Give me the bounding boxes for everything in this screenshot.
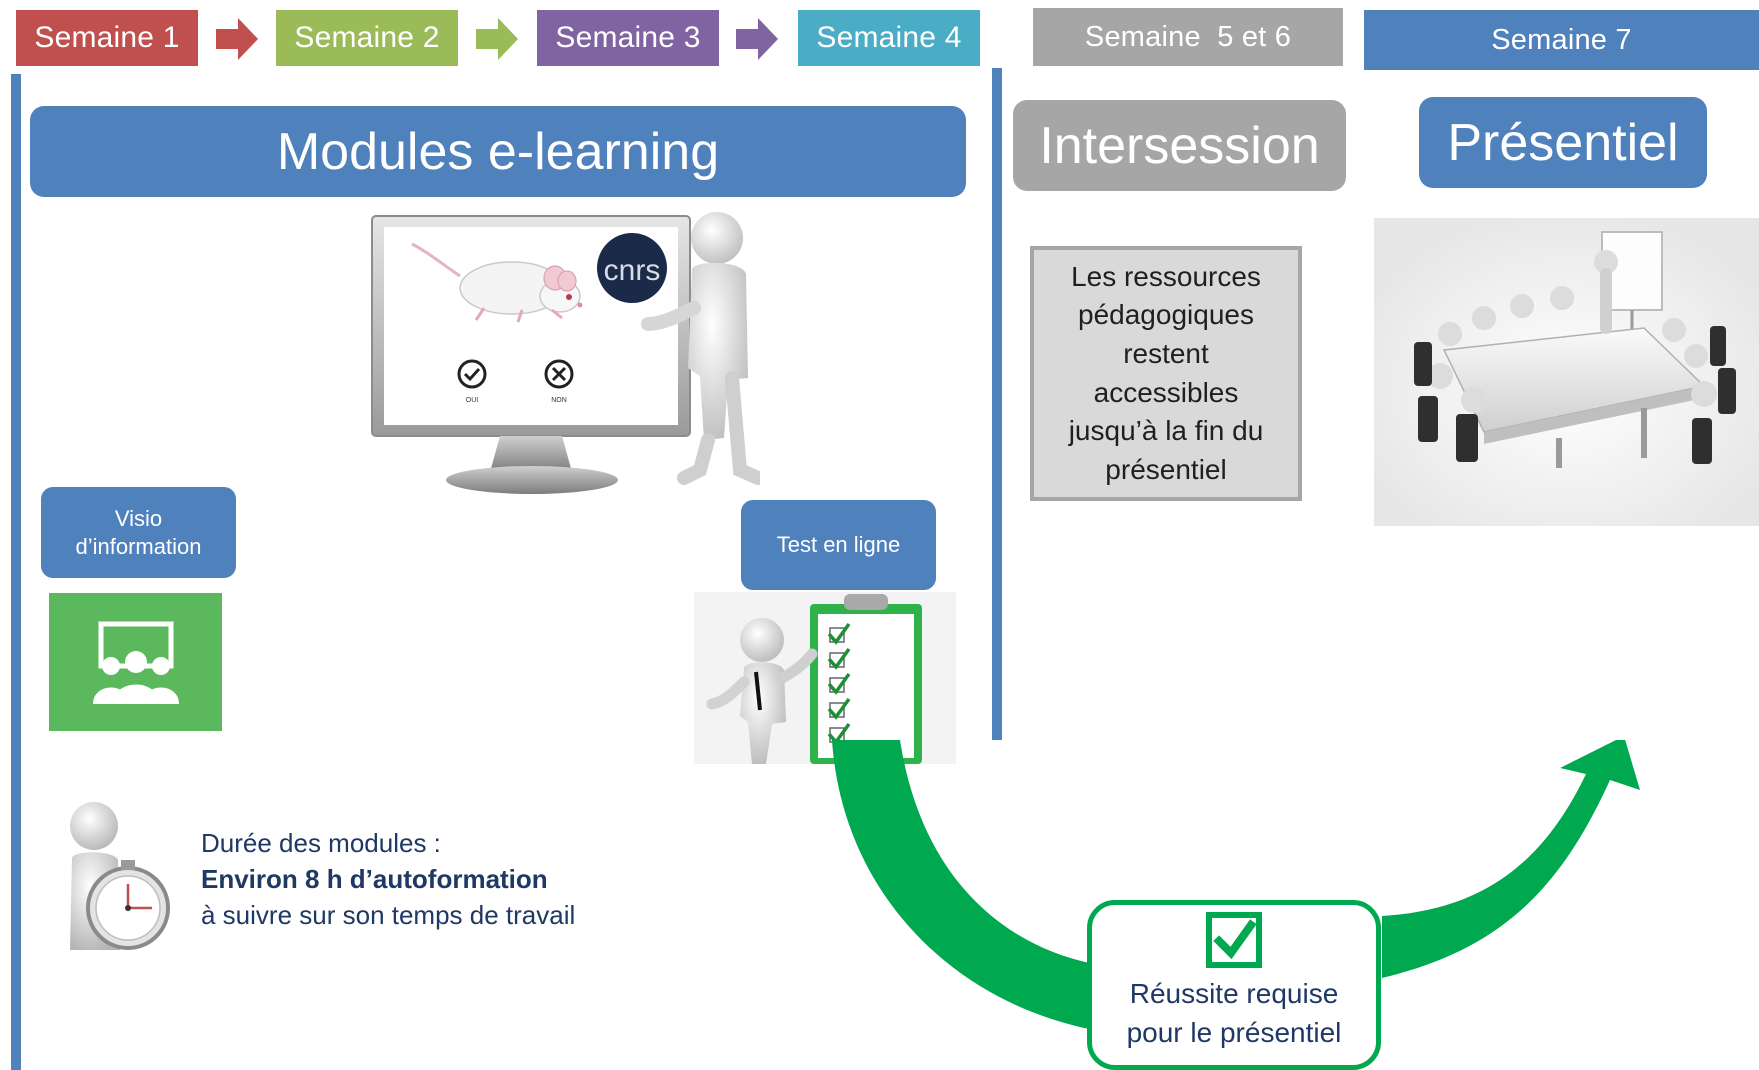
success-requirement-box: Réussite requise pour le présentiel <box>1087 900 1381 1070</box>
checklist-clipboard-icon <box>694 592 956 764</box>
duration-text: Durée des modules : Environ 8 h d’autofo… <box>201 826 621 934</box>
timeline-arrow-icon <box>216 18 258 60</box>
intersession-title: Intersession <box>1039 116 1320 175</box>
cnrs-logo-text: cnrs <box>604 254 661 287</box>
duration-line-3: à suivre sur son temps de travail <box>201 899 576 930</box>
test-en-ligne-label: Test en ligne <box>741 500 936 590</box>
duration-line-1: Durée des modules : <box>201 828 441 858</box>
check-circle-icon <box>457 359 487 389</box>
meeting-room-icon <box>1374 218 1759 526</box>
stopwatch-figure-icon <box>70 802 170 950</box>
tab-semaine-1: Semaine 1 <box>16 10 198 66</box>
cnrs-logo: cnrs <box>597 233 667 303</box>
elearning-title: Modules e-learning <box>276 122 720 181</box>
elearning-banner: Modules e-learning <box>30 106 966 197</box>
tab-label: Semaine 1 <box>34 21 180 54</box>
tab-label: Semaine 2 <box>294 21 440 54</box>
presentiel-title: Présentiel <box>1447 113 1679 172</box>
timeline-arrow-icon <box>736 18 778 60</box>
intersession-banner: Intersession <box>1013 100 1346 191</box>
success-line-1: Réussite requise <box>1129 978 1339 1009</box>
mouse-icon <box>411 242 583 323</box>
checkmark-icon <box>1206 912 1262 968</box>
progress-curved-arrow-icon <box>832 740 1640 1030</box>
choice-no-label: NON <box>551 397 567 404</box>
presentiel-banner: Présentiel <box>1419 97 1707 188</box>
left-divider <box>11 74 21 1070</box>
tab-label: Semaine 3 <box>555 21 701 54</box>
tab-semaine-5-6: Semaine 5 et 6 <box>1033 8 1343 66</box>
tab-semaine-4: Semaine 4 <box>798 10 980 66</box>
tab-semaine-3: Semaine 3 <box>537 10 719 66</box>
resources-note: Les ressources pédagogiques restent acce… <box>1030 246 1302 501</box>
tab-semaine-2: Semaine 2 <box>276 10 458 66</box>
tab-label: Semaine 7 <box>1491 23 1632 56</box>
visio-information-label: Visio d’information <box>41 487 236 578</box>
choice-yes-label: OUI <box>466 397 479 404</box>
group-presentation-icon <box>93 621 179 704</box>
tab-label: Semaine 5 et 6 <box>1084 20 1292 53</box>
presenter-figure-icon <box>641 212 760 485</box>
cross-circle-icon <box>544 359 574 389</box>
visio-tile <box>49 593 222 731</box>
success-line-2: pour le présentiel <box>1126 1016 1342 1048</box>
tab-label: Semaine 4 <box>816 21 962 54</box>
timeline-arrow-icon <box>476 18 518 60</box>
duration-line-2: Environ 8 h d’autoformation <box>201 863 548 894</box>
middle-divider <box>992 68 1002 740</box>
computer-monitor-illustration: cnrs OUI NON <box>371 212 760 494</box>
tab-semaine-7: Semaine 7 <box>1364 10 1759 70</box>
